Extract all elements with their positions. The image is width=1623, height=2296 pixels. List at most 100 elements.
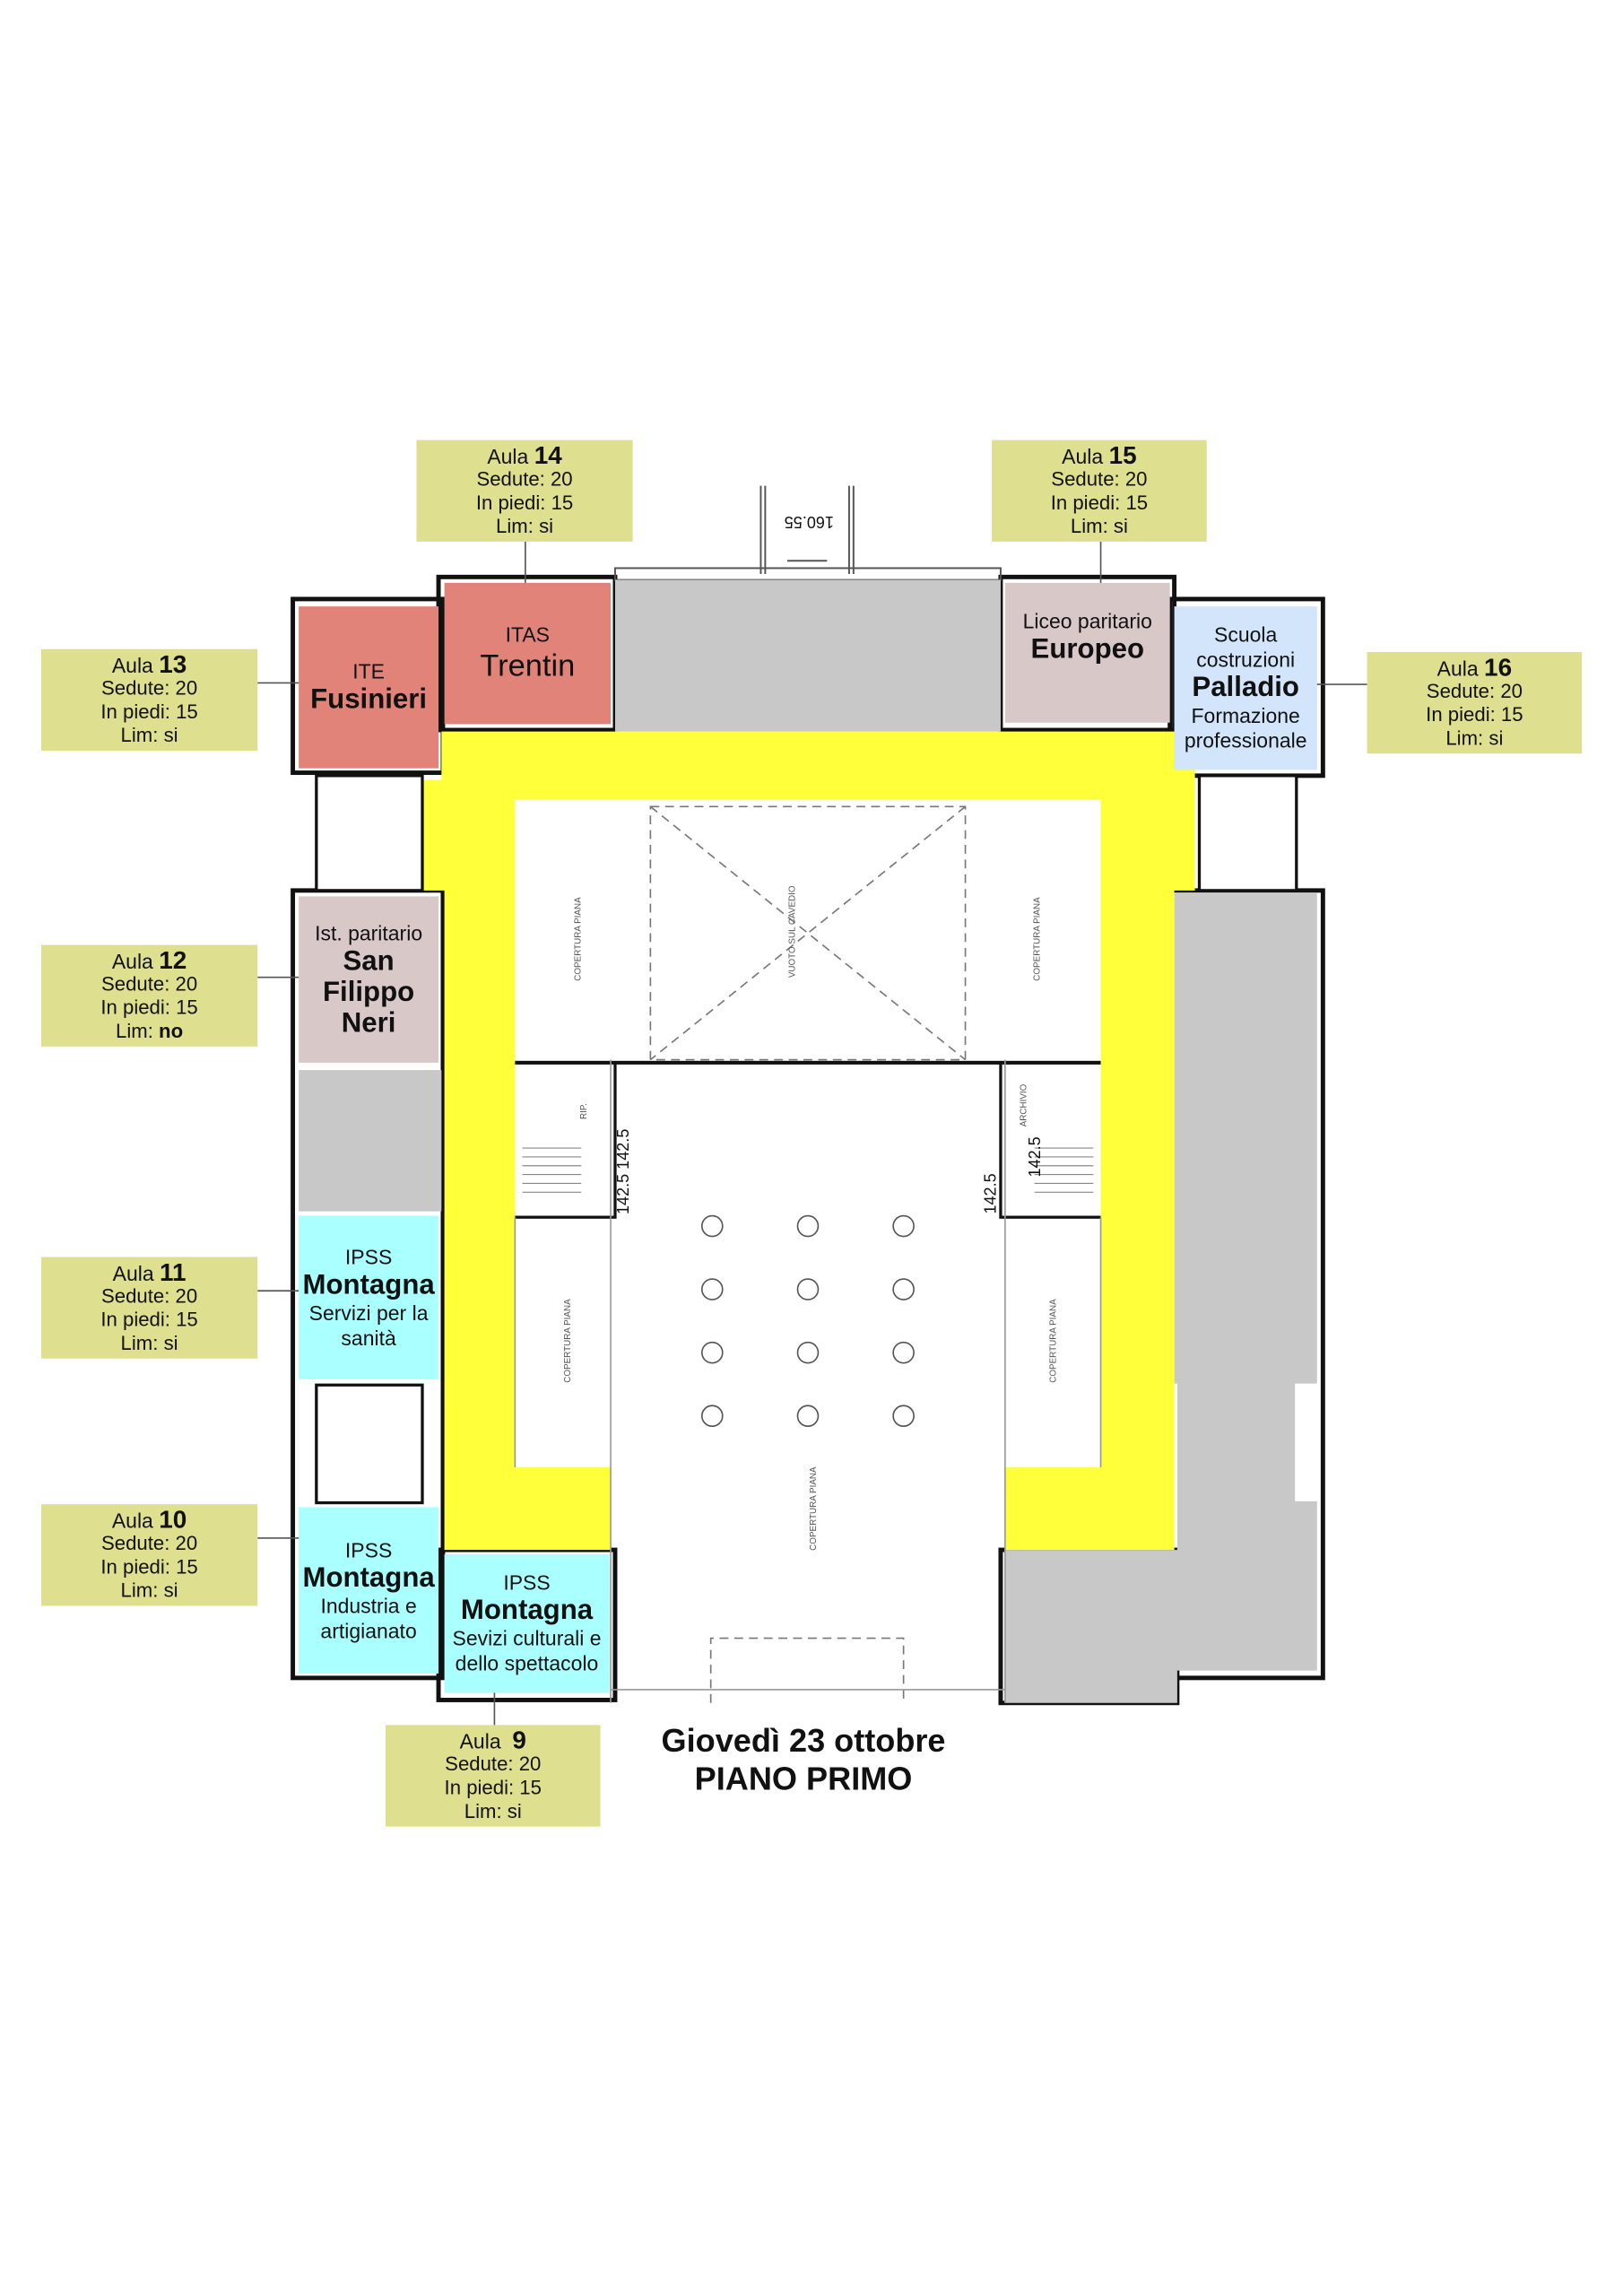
room-san-filippo-neri: Ist. paritario San Filippo Neri xyxy=(299,896,439,1063)
aula-word: Aula xyxy=(1436,656,1479,681)
lim-label: Lim: xyxy=(464,1800,502,1822)
seats: Sedute: 20 xyxy=(100,1284,198,1308)
roof-note: COPERTURA PIANA xyxy=(574,897,584,981)
aula-word: Aula xyxy=(1062,444,1104,468)
room-text: artigianato xyxy=(320,1618,417,1642)
aula-word: Aula xyxy=(111,1509,153,1533)
room-text: Servizi per la xyxy=(308,1300,429,1325)
void-note: VUOTO SUL CAVEDIO xyxy=(789,885,798,978)
unused-area-left xyxy=(299,1070,442,1212)
room-scuola-palladio: Scuola costruzioni Palladio Formazione p… xyxy=(1174,606,1317,770)
aula-number: 9 xyxy=(512,1726,526,1755)
seats: Sedute: 20 xyxy=(1051,467,1148,491)
room-school-type: Liceo paritario xyxy=(1022,609,1152,633)
room-school-type: ITE xyxy=(352,659,385,683)
standing: In piedi: 15 xyxy=(100,996,198,1019)
room-school-name: Montagna xyxy=(460,1595,594,1627)
lim-value: si xyxy=(1488,726,1504,750)
storage-note: RIP. xyxy=(580,1103,590,1119)
standing: In piedi: 15 xyxy=(100,1555,198,1578)
aula-number: 14 xyxy=(534,441,562,470)
standing: In piedi: 15 xyxy=(1426,703,1523,726)
stair-dimension-right: 142.5 xyxy=(1027,1136,1045,1178)
unused-area-top xyxy=(614,579,1001,732)
lim-value: si xyxy=(1113,515,1128,538)
room-school-type: Ist. paritario xyxy=(315,920,423,944)
roof-note: COPERTURA PIANA xyxy=(810,1466,820,1551)
standing: In piedi: 15 xyxy=(100,700,198,723)
archive-note: ARCHIVIO xyxy=(1020,1083,1029,1127)
room-montagna-9: IPSS Montagna Sevizi culturali e dello s… xyxy=(444,1554,610,1693)
aula-word: Aula xyxy=(111,949,153,973)
room-liceo-europeo: Liceo paritario Europeo xyxy=(1004,582,1170,723)
standing: In piedi: 15 xyxy=(444,1776,542,1799)
room-school-name: Trentin xyxy=(480,648,576,683)
stair-right xyxy=(999,1061,1106,1219)
room-school-type: ITAS xyxy=(505,622,551,646)
room-text: costruzioni xyxy=(1196,648,1296,672)
lim-label: Lim: xyxy=(116,1020,153,1042)
seats: Sedute: 20 xyxy=(100,1532,198,1555)
lim-value: si xyxy=(163,1578,178,1602)
room-school-name: Europeo xyxy=(1030,634,1145,665)
standing: In piedi: 15 xyxy=(475,491,574,514)
room-montagna-10: IPSS Montagna Industria e artigianato xyxy=(299,1507,439,1674)
event-date: Giovedì 23 ottobre xyxy=(661,1722,946,1760)
room-school-name: Montagna xyxy=(302,1562,435,1594)
corridor xyxy=(421,731,1195,1551)
room-text: Scuola xyxy=(1214,622,1278,647)
room-itas-trentin: ITAS Trentin xyxy=(444,582,612,725)
room-montagna-11: IPSS Montagna Servizi per la sanità xyxy=(299,1215,439,1379)
aula-word: Aula xyxy=(111,653,153,677)
room-text: sanità xyxy=(341,1325,396,1350)
aula-label-14: Aula 14 Sedute: 20 In piedi: 15 Lim: si xyxy=(416,439,633,542)
aula-label-12: Aula 12 Sedute: 20 In piedi: 15 Lim: no xyxy=(40,944,258,1047)
aula-label-15: Aula 15 Sedute: 20 In piedi: 15 Lim: si xyxy=(992,439,1207,542)
room-text: dello spettacolo xyxy=(455,1651,599,1675)
room-ite-fusinieri: ITE Fusinieri xyxy=(299,606,439,769)
entrance-dimension: 160.55 xyxy=(784,512,834,530)
aula-number: 16 xyxy=(1484,653,1513,682)
aula-number: 12 xyxy=(159,946,187,975)
room-text: Industria e xyxy=(320,1593,417,1617)
floor-title: PIANO PRIMO xyxy=(694,1760,913,1797)
room-school-type: IPSS xyxy=(503,1570,551,1595)
aula-number: 15 xyxy=(1108,441,1137,470)
lim-label: Lim: xyxy=(120,1332,159,1354)
toilets xyxy=(315,774,424,892)
aula-label-16: Aula 16 Sedute: 20 In piedi: 15 Lim: si xyxy=(1367,652,1583,754)
lim-label: Lim: xyxy=(496,515,534,538)
aula-word: Aula xyxy=(112,1261,154,1285)
aula-number: 13 xyxy=(159,650,187,679)
aula-label-10: Aula 10 Sedute: 20 In piedi: 15 Lim: si xyxy=(40,1504,258,1606)
aula-number: 11 xyxy=(160,1258,187,1287)
room-text: Sevizi culturali e xyxy=(452,1626,602,1650)
lim-label: Lim: xyxy=(1445,726,1484,750)
standing: In piedi: 15 xyxy=(100,1308,198,1331)
lim-value: si xyxy=(163,1332,178,1354)
roof-note: COPERTURA PIANA xyxy=(1049,1299,1059,1383)
toilets xyxy=(315,1383,424,1505)
seats: Sedute: 20 xyxy=(100,972,198,996)
room-text: professionale xyxy=(1184,728,1307,752)
lim-value: si xyxy=(163,724,178,747)
room-school-name: San xyxy=(343,945,395,977)
seats: Sedute: 20 xyxy=(445,1752,542,1776)
standing: In piedi: 15 xyxy=(1050,491,1149,514)
stair-dimension-left: 142.5 142.5 xyxy=(615,1128,633,1215)
void-cavedio xyxy=(649,805,967,1703)
aula-label-13: Aula 13 Sedute: 20 In piedi: 15 Lim: si xyxy=(40,648,258,751)
room-school-name: Filippo xyxy=(322,976,415,1008)
aula-number: 10 xyxy=(159,1505,187,1535)
room-school-name: Neri xyxy=(341,1007,396,1039)
stair-left xyxy=(508,1061,617,1219)
aula-word: Aula xyxy=(487,444,529,468)
lim-label: Lim: xyxy=(120,1578,159,1602)
lim-value: no xyxy=(159,1020,184,1042)
aula-label-11: Aula 11 Sedute: 20 In piedi: 15 Lim: si xyxy=(40,1257,258,1359)
room-school-name: Palladio xyxy=(1192,672,1299,704)
room-text: Formazione xyxy=(1191,703,1300,727)
seats: Sedute: 20 xyxy=(1426,680,1523,702)
